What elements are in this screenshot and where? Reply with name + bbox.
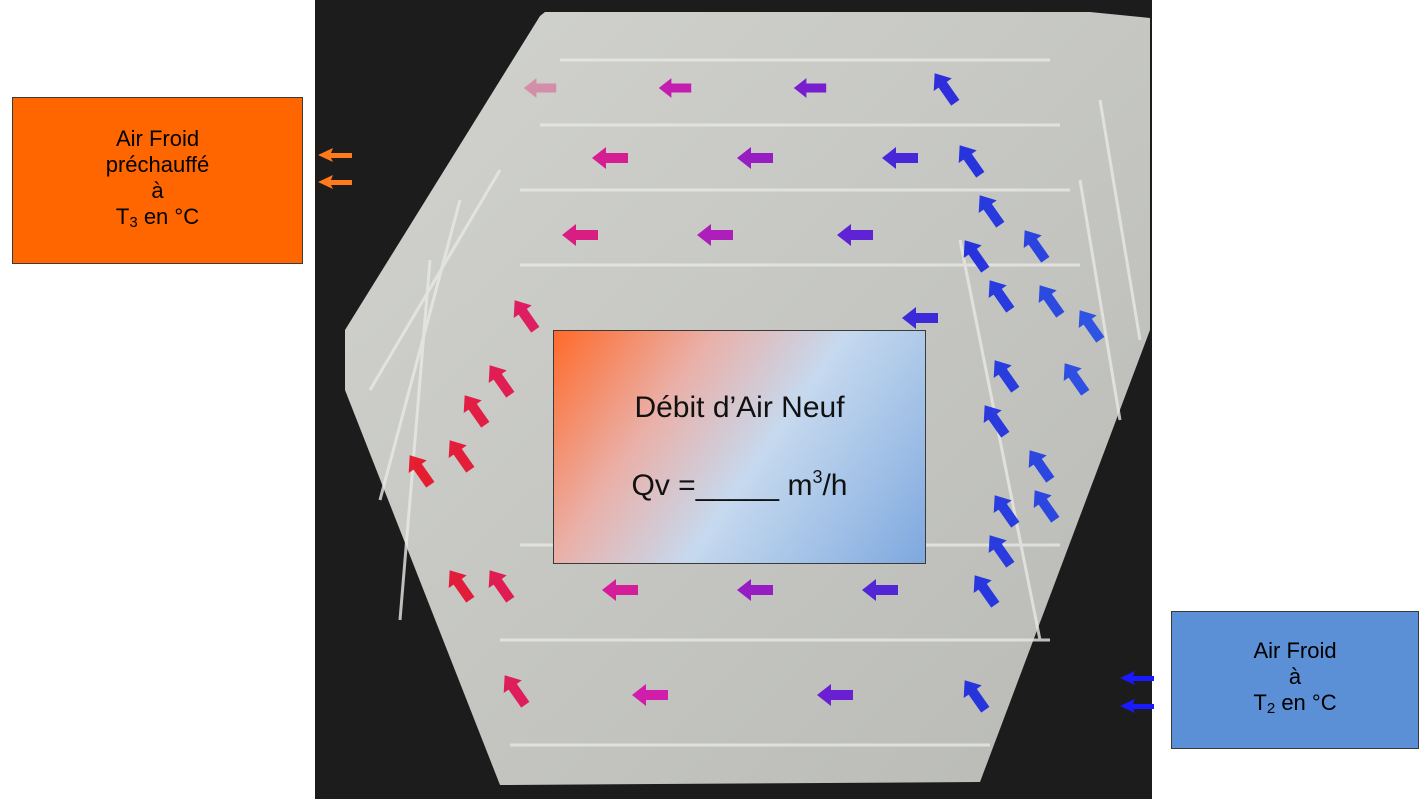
flow-arrow-icon xyxy=(562,224,598,246)
flow-arrow-icon xyxy=(737,579,773,601)
flow-arrow-icon xyxy=(1023,230,1050,263)
flow-arrow-icon xyxy=(602,579,638,601)
flow-arrow-icon xyxy=(1063,363,1090,396)
flow-arrow-icon xyxy=(658,78,692,98)
flow-arrow-icon xyxy=(902,307,938,329)
flow-formula: Qv =_____ m3/h xyxy=(631,467,848,502)
orange-inlet-arrows xyxy=(318,148,352,189)
cold-air-label: Air Froid à T2 en °C xyxy=(1171,611,1419,749)
flow-arrow-icon xyxy=(523,78,557,98)
flow-arrow-icon xyxy=(448,440,475,473)
flow-arrow-icon xyxy=(963,240,990,273)
flow-arrow-icon xyxy=(737,147,773,169)
flow-arrow-icon xyxy=(488,570,515,603)
cold-air-preheated-label: Air Froid préchauffé à T3 en °C xyxy=(12,97,303,264)
flow-arrow-icon xyxy=(988,535,1015,568)
flow-arrow-icon xyxy=(592,147,628,169)
flow-arrow-icon xyxy=(503,675,530,708)
flow-arrow-icon xyxy=(817,684,853,706)
flow-arrow-icon xyxy=(408,455,435,488)
flow-arrow-icon xyxy=(882,147,918,169)
flow-arrow-icon xyxy=(793,78,827,98)
flow-arrows xyxy=(408,73,1105,713)
flow-arrow-icon xyxy=(697,224,733,246)
flow-arrow-icon xyxy=(983,405,1010,438)
flow-arrow-icon xyxy=(1038,285,1065,318)
label-line: Air Froid xyxy=(1253,638,1337,663)
label-line: à xyxy=(151,177,164,203)
label-line: préchauffé xyxy=(105,151,210,177)
flow-arrow-icon xyxy=(837,224,873,246)
fresh-air-flow-box: Débit d’Air Neuf Qv =_____ m3/h xyxy=(553,330,926,564)
flow-arrow-icon xyxy=(488,365,515,398)
flow-arrow-icon xyxy=(978,195,1005,228)
flow-arrow-icon xyxy=(1078,310,1105,343)
flow-arrow-icon xyxy=(933,73,960,106)
flow-arrow-icon xyxy=(973,575,1000,608)
channel-lines xyxy=(368,58,1142,747)
fresh-air-flow-title: Débit d’Air Neuf xyxy=(634,391,845,424)
flow-arrow-icon xyxy=(1033,490,1060,523)
label-line-temperature: T3 en °C xyxy=(115,203,200,231)
orange-arrow-icon xyxy=(318,148,352,162)
flow-arrow-icon xyxy=(463,395,490,428)
flow-arrow-icon xyxy=(632,684,668,706)
label-line: Air Froid xyxy=(115,125,200,151)
flow-arrow-icon xyxy=(448,570,475,603)
blue-arrow-icon xyxy=(1120,671,1154,685)
flow-arrow-icon xyxy=(862,579,898,601)
flow-arrow-icon xyxy=(993,360,1020,393)
blue-arrow-icon xyxy=(1120,699,1154,713)
label-line: à xyxy=(1288,664,1302,689)
flow-arrow-icon xyxy=(1028,450,1055,483)
flow-arrow-icon xyxy=(963,680,990,713)
flow-arrow-icon xyxy=(993,495,1020,528)
blue-inlet-arrows xyxy=(1120,671,1154,713)
flow-arrow-icon xyxy=(513,300,540,333)
flow-arrow-icon xyxy=(958,145,985,178)
orange-arrow-icon xyxy=(318,175,352,189)
label-line-temperature: T2 en °C xyxy=(1253,690,1337,717)
flow-arrow-icon xyxy=(988,280,1015,313)
